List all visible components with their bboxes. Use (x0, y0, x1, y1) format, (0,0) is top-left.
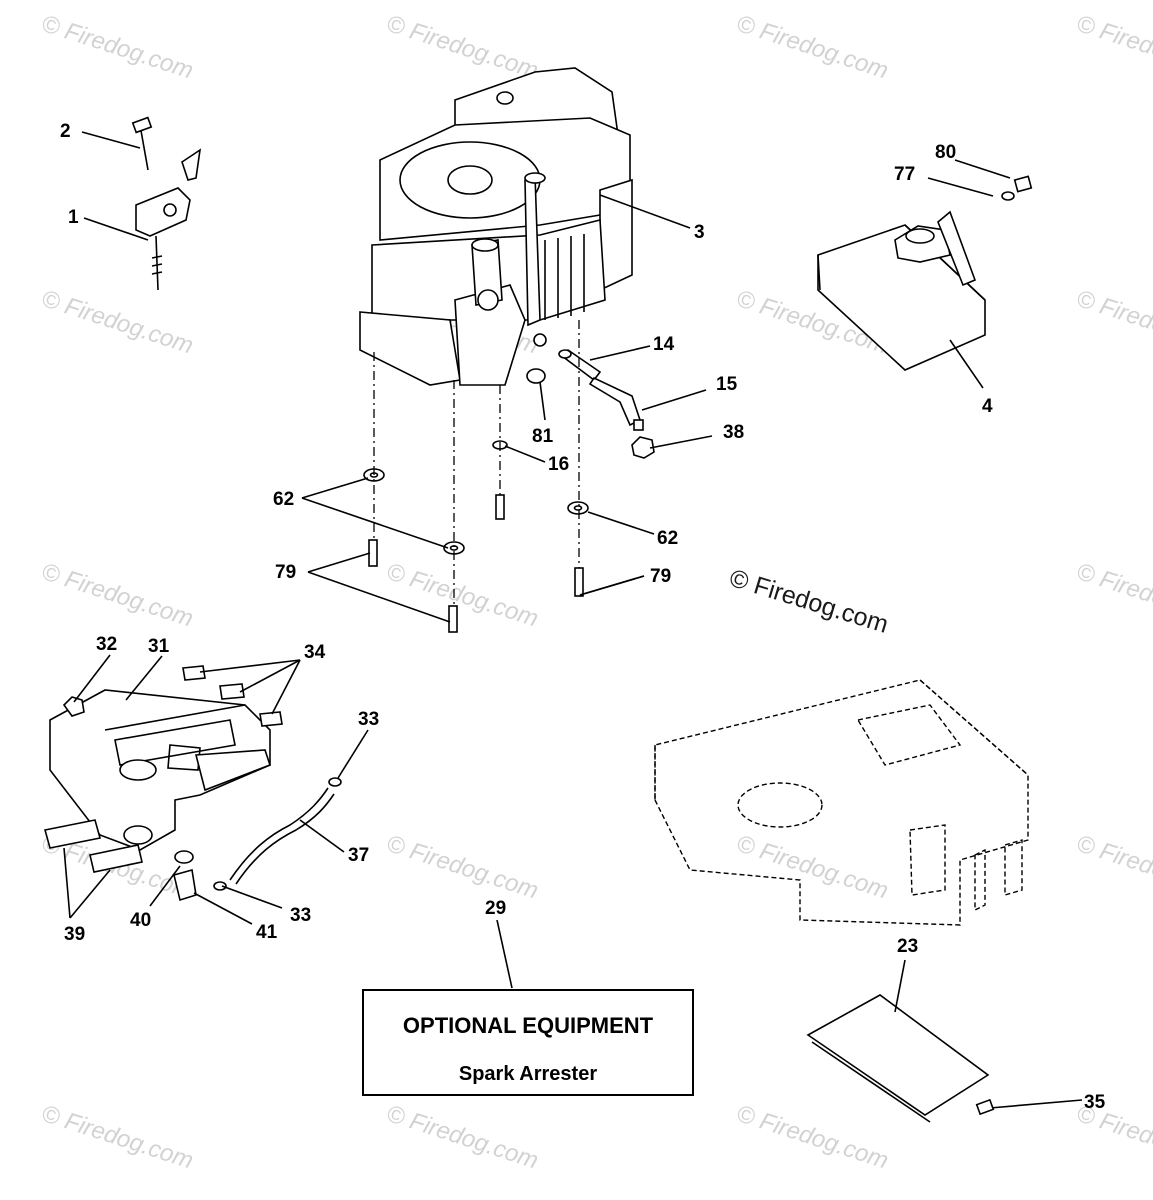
callout-34: 34 (304, 642, 326, 663)
muffler-part (817, 175, 1033, 371)
watermark: © Firedog.com (733, 830, 891, 904)
callout-33b: 33 (290, 905, 311, 926)
callout-39: 39 (64, 924, 85, 945)
watermark: © Firedog.com (383, 1100, 541, 1174)
watermark: © Firedog.com (1073, 10, 1153, 84)
callout-3: 3 (694, 222, 705, 243)
copyright-credit: © Firedog.com (726, 564, 891, 639)
callout-4: 4 (982, 396, 993, 417)
optional-equipment-box: OPTIONAL EQUIPMENT Spark Arrester (362, 989, 694, 1096)
watermark: © Firedog.com (1073, 830, 1153, 904)
callout-41: 41 (256, 922, 278, 943)
callout-79a: 79 (275, 562, 296, 583)
callout-2: 2 (60, 121, 71, 142)
fuel-fittings-part (526, 348, 655, 459)
leader-lines (63, 131, 1011, 1013)
callout-62a: 62 (273, 489, 294, 510)
watermark: © Firedog.com (38, 1100, 196, 1174)
callout-62b: 62 (657, 528, 678, 549)
callout-1: 1 (68, 207, 79, 228)
watermark: © Firedog.com (383, 830, 541, 904)
optional-equipment-subtitle: Spark Arrester (459, 1063, 597, 1085)
callout-labels: 2 1 3 80 77 4 14 15 38 81 16 62 62 79 79… (60, 121, 1106, 1113)
callout-16: 16 (548, 454, 569, 475)
callout-38: 38 (723, 422, 744, 443)
callout-14: 14 (653, 334, 675, 355)
callout-32: 32 (96, 634, 117, 655)
watermark: © Firedog.com (1073, 285, 1153, 359)
callout-31: 31 (148, 636, 170, 657)
frame-outline (654, 679, 1029, 926)
callout-35: 35 (1084, 1092, 1106, 1113)
callout-15: 15 (716, 374, 738, 395)
watermark: © Firedog.com (1073, 558, 1153, 632)
engine-part (359, 67, 691, 386)
callout-77: 77 (894, 164, 915, 185)
watermark: © Firedog.com (38, 10, 196, 84)
callout-29: 29 (485, 898, 506, 919)
callout-33a: 33 (358, 709, 379, 730)
throttle-bracket-part (131, 116, 202, 291)
callout-80: 80 (935, 142, 956, 163)
callout-79b: 79 (650, 566, 671, 587)
callout-40: 40 (130, 910, 151, 931)
heat-shield-part (806, 994, 1083, 1123)
watermark: © Firedog.com (38, 558, 196, 632)
watermark: © Firedog.com (38, 285, 196, 359)
watermark: © Firedog.com (733, 1100, 891, 1174)
callout-23: 23 (897, 936, 918, 957)
watermark: © Firedog.com (733, 10, 891, 84)
mounting-hardware-part (363, 320, 589, 633)
callout-81: 81 (532, 426, 554, 447)
optional-equipment-title: OPTIONAL EQUIPMENT (403, 1013, 654, 1038)
callout-37: 37 (348, 845, 369, 866)
spark-arrester-part (43, 665, 342, 902)
watermark: © Firedog.com (383, 558, 541, 632)
watermark: © Firedog.com (383, 10, 541, 84)
